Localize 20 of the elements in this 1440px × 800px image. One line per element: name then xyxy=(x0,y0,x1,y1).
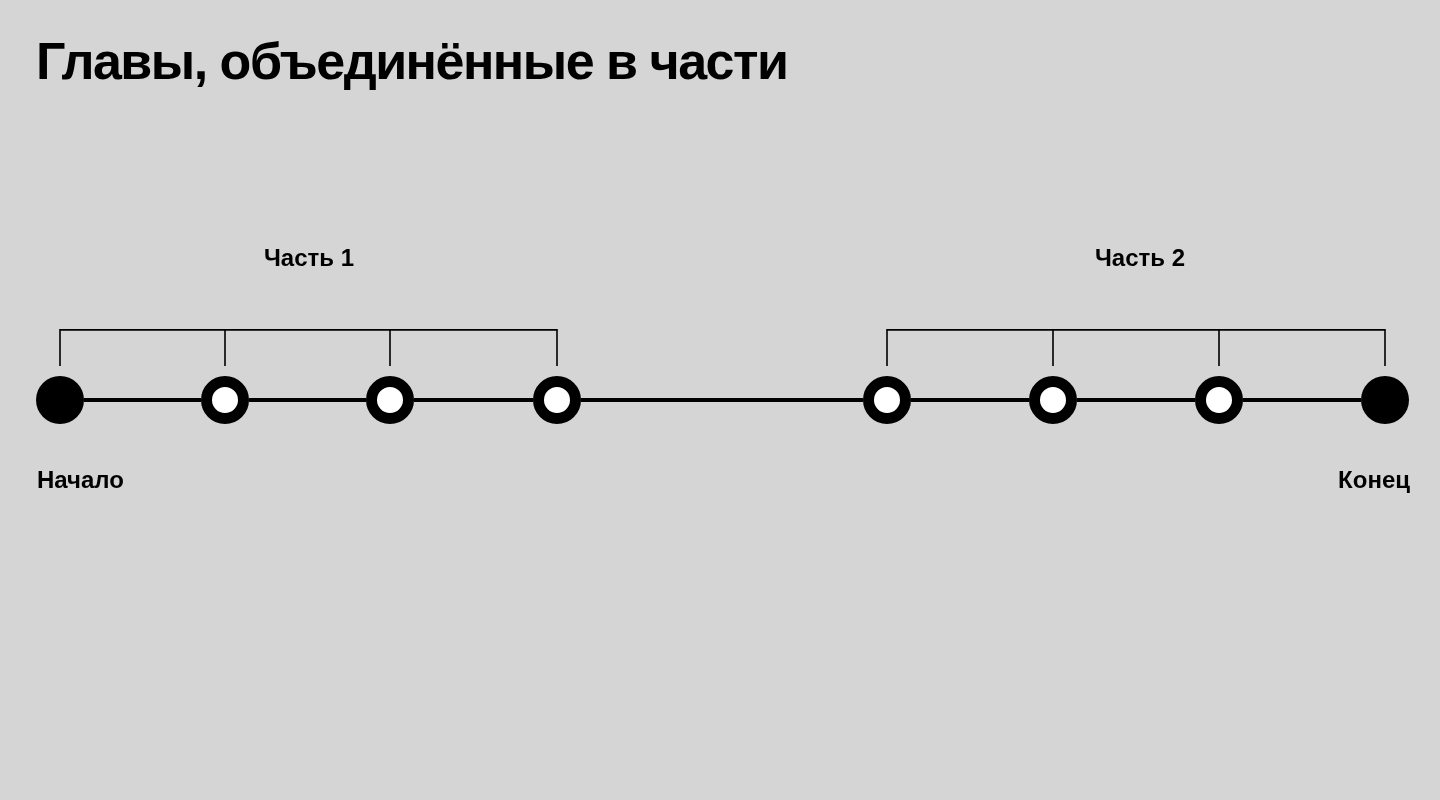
timeline-ring-icon xyxy=(201,376,249,424)
connector-line xyxy=(249,398,366,402)
timeline-dot-icon xyxy=(1361,376,1409,424)
connector-line xyxy=(1077,398,1195,402)
connector-line xyxy=(1243,398,1361,402)
timeline-ring-icon xyxy=(863,376,911,424)
connector-line xyxy=(414,398,533,402)
connector-line xyxy=(84,398,201,402)
diagram-title: Главы, объединённые в части xyxy=(36,32,788,90)
timeline-ring-icon xyxy=(533,376,581,424)
timeline-dot-icon xyxy=(36,376,84,424)
part-label: Часть 2 xyxy=(1094,244,1186,272)
timeline-ring-icon xyxy=(1195,376,1243,424)
connector-line xyxy=(581,398,863,402)
part-label: Часть 1 xyxy=(263,244,355,272)
connector-line xyxy=(911,398,1029,402)
timeline-ring-icon xyxy=(1029,376,1077,424)
timeline-ring-icon xyxy=(366,376,414,424)
point-caption: Начало xyxy=(37,466,124,494)
point-caption: Конец xyxy=(1338,466,1410,494)
